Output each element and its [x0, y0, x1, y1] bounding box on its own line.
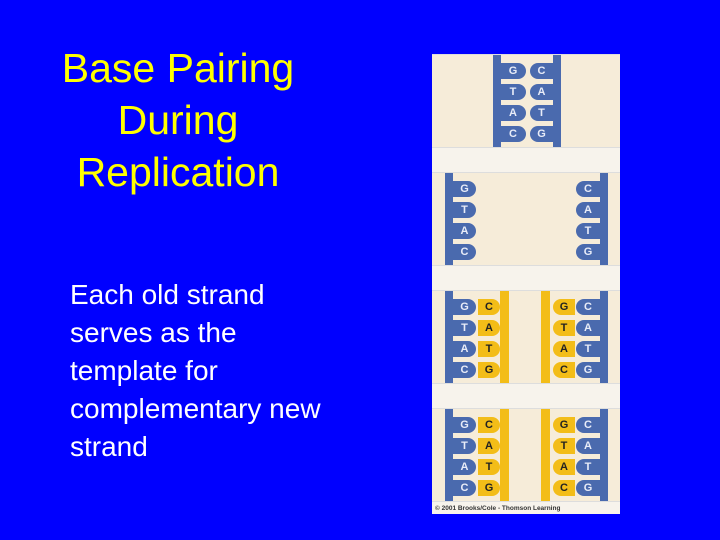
slide-body-text: Each old strand serves as the template f… [70, 279, 321, 462]
base-C: C [576, 299, 600, 315]
left-old-backbone [445, 173, 453, 265]
base-G: G [453, 299, 476, 315]
base-A: A [500, 105, 526, 121]
base-C: C [500, 126, 526, 142]
base-G: G [478, 480, 500, 496]
left-new-backbone [500, 409, 509, 501]
left-old-backbone [445, 409, 453, 501]
right-old-backbone [600, 409, 608, 501]
base-A: A [576, 438, 600, 454]
base-G: G [453, 417, 476, 433]
base-T: T [478, 459, 500, 475]
base-T: T [530, 105, 553, 121]
left-new-backbone [500, 291, 509, 383]
slide-title: Base Pairing During Replication [61, 45, 295, 195]
base-A: A [478, 438, 500, 454]
base-T: T [576, 459, 600, 475]
right-new-backbone [541, 291, 550, 383]
base-A: A [530, 84, 553, 100]
base-T: T [576, 223, 600, 239]
base-T: T [576, 341, 600, 357]
base-G: G [576, 480, 600, 496]
left-old-backbone [493, 55, 501, 147]
base-C: C [576, 417, 600, 433]
base-A: A [553, 341, 575, 357]
base-G: G [576, 244, 600, 260]
base-G: G [553, 417, 575, 433]
base-G: G [530, 126, 553, 142]
base-T: T [553, 438, 575, 454]
right-old-backbone [600, 291, 608, 383]
base-G: G [576, 362, 600, 378]
base-T: T [500, 84, 526, 100]
right-old-backbone [600, 173, 608, 265]
base-C: C [553, 362, 575, 378]
right-old-backbone [553, 55, 561, 147]
base-C: C [478, 417, 500, 433]
base-T: T [453, 320, 476, 336]
left-old-backbone [445, 291, 453, 383]
base-A: A [453, 341, 476, 357]
base-A: A [576, 320, 600, 336]
base-A: A [553, 459, 575, 475]
base-G: G [553, 299, 575, 315]
base-G: G [453, 181, 476, 197]
base-A: A [478, 320, 500, 336]
base-G: G [478, 362, 500, 378]
base-A: A [453, 223, 476, 239]
base-T: T [553, 320, 575, 336]
base-A: A [576, 202, 600, 218]
base-C: C [453, 362, 476, 378]
base-T: T [453, 202, 476, 218]
base-C: C [530, 63, 553, 79]
base-C: C [553, 480, 575, 496]
base-T: T [453, 438, 476, 454]
base-C: C [453, 480, 476, 496]
base-C: C [453, 244, 476, 260]
base-C: C [478, 299, 500, 315]
figure-caption: © 2001 Brooks/Cole - Thomson Learning [435, 505, 561, 512]
base-G: G [500, 63, 526, 79]
right-new-backbone [541, 409, 550, 501]
base-T: T [478, 341, 500, 357]
base-C: C [576, 181, 600, 197]
base-A: A [453, 459, 476, 475]
